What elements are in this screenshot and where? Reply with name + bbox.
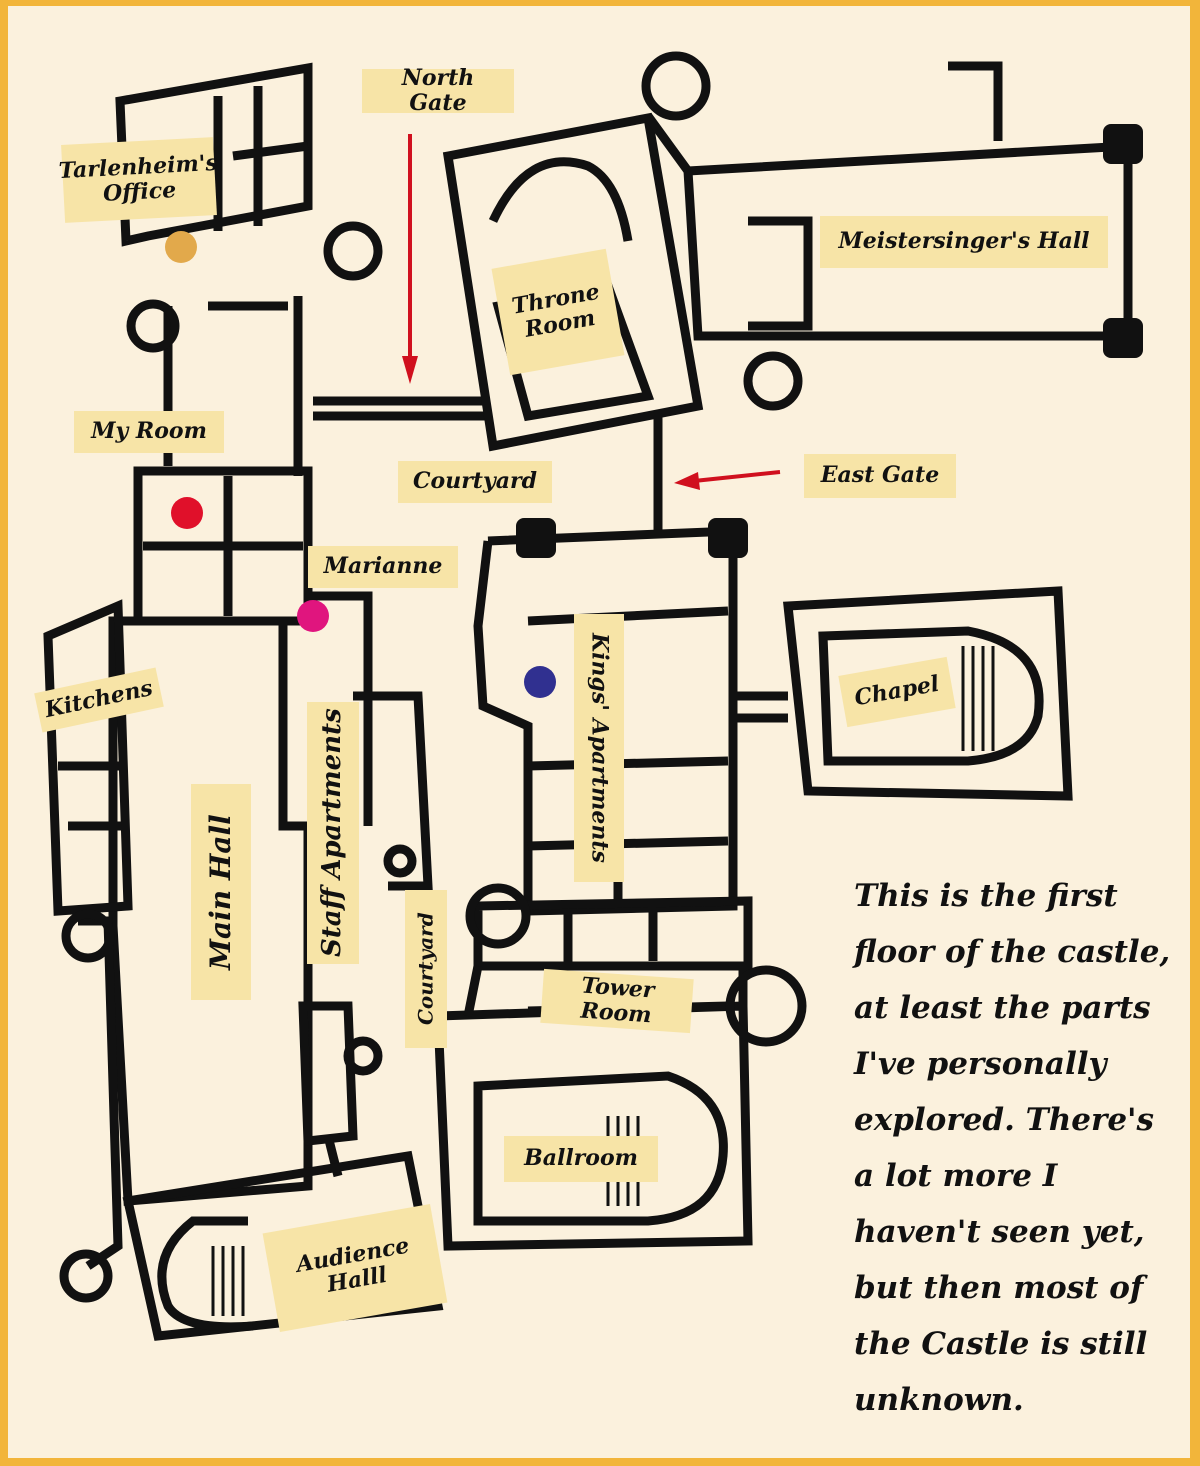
marker-my-room [171, 497, 203, 529]
wall-throne-apse [488, 157, 633, 242]
wall-north-tower-link [644, 61, 1003, 174]
tower-gallery-top [61, 909, 115, 963]
marker-tarlenheims-office [165, 231, 197, 263]
turret-kings-ne [708, 518, 748, 558]
wall-chapel-inner [818, 626, 1044, 766]
turret-meister-ne [1103, 124, 1143, 164]
label-east-gate: East Gate [804, 454, 956, 498]
wall-ballroom-inner [473, 1071, 728, 1226]
floor-plan [43, 51, 1143, 1341]
wall-kings-lower [473, 896, 753, 971]
wall-staff-stairs [298, 1001, 358, 1147]
label-my-room: My Room [74, 411, 224, 453]
wall-kings-apartments [473, 526, 738, 916]
marker-marianne [297, 600, 329, 632]
stairs-chapel [961, 646, 995, 751]
wall-meistersinger-inner [748, 216, 813, 331]
wall-north-corridor [313, 396, 488, 421]
turret-meister-se [1103, 318, 1143, 358]
arrowhead-east-gate [674, 472, 700, 490]
label-main-hall: Main Hall [191, 784, 251, 1000]
label-tower-room: Tower Room [540, 968, 694, 1034]
turret-kings-nw [516, 518, 556, 558]
arrow-east-gate [693, 470, 781, 483]
wall-audience-hall [122, 1150, 444, 1341]
wall-west-gallery [78, 916, 123, 1270]
tower-nw [126, 299, 180, 353]
arrowhead-north-gate [402, 356, 418, 384]
wall-kitchens [43, 599, 133, 916]
label-ballroom: Ballroom [504, 1136, 658, 1182]
wall-chapel [783, 586, 1073, 801]
tower-kings-sw [465, 883, 531, 949]
label-courtyard-north: Courtyard [398, 461, 552, 503]
wall-office-rooms [213, 86, 309, 231]
label-throne-room: Throne Room [491, 248, 625, 376]
label-kings-apartments: Kings' Apartments [574, 614, 624, 882]
wall-chapel-link [733, 691, 788, 723]
label-courtyard-south: Courtyard [405, 890, 447, 1048]
tower-kings-se [725, 965, 807, 1047]
label-marianne: Marianne [308, 546, 458, 588]
wall-ballroom [433, 1001, 753, 1251]
label-meistersingers-hall: Meistersinger's Hall [820, 216, 1108, 268]
wall-throne-room [442, 112, 704, 452]
tower-staff-small [383, 844, 417, 878]
tower-gallery-bottom [59, 1249, 113, 1303]
tower-staff [343, 1036, 383, 1076]
wall-audience-apse [157, 1216, 254, 1332]
tower-office [323, 221, 383, 281]
wall-main-hall [108, 616, 313, 1206]
marker-kings-apartments [524, 666, 556, 698]
tower-north [641, 51, 711, 121]
label-tarlenheims-office: Tarlenheim's Office [58, 137, 218, 223]
wall-kings-rooms [527, 606, 729, 906]
wall-staff-apartments [308, 591, 433, 891]
exploration-note: This is the first floor of the castle, a… [854, 878, 1171, 1418]
stairs-audience [211, 1246, 245, 1316]
tower-meistersinger-se [743, 351, 803, 411]
wall-my-room-block [133, 466, 313, 626]
label-staff-apartments: Staff Apartments [307, 702, 359, 964]
label-north-gate: North Gate [362, 65, 514, 116]
